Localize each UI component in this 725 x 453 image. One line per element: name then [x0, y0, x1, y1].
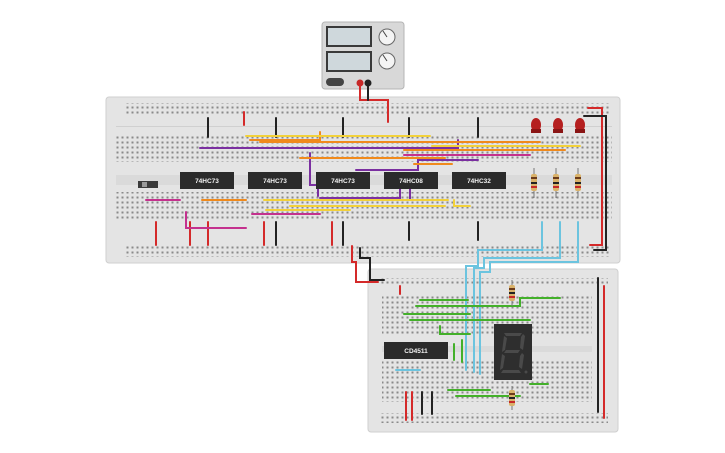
segment-g: [504, 350, 520, 353]
chip-u6[interactable]: CD4511: [384, 342, 448, 359]
wire-group-secondary[interactable]: [395, 277, 605, 421]
resistor-group-secondary: [509, 280, 515, 410]
wire-group-main[interactable]: [145, 85, 607, 375]
led-red-3: [575, 118, 585, 133]
led-group: [531, 118, 585, 133]
chip-label: CD4511: [404, 348, 428, 355]
resistor: [509, 386, 515, 410]
resistor: [553, 168, 559, 198]
slide-switch[interactable]: [138, 181, 158, 188]
segment-dp: [524, 370, 528, 374]
segment-d: [501, 370, 521, 373]
chip-label: 74HC73: [195, 178, 219, 185]
wire-blue-2: [473, 221, 561, 373]
segment-e: [500, 354, 505, 370]
led-red-2: [553, 118, 563, 133]
chip-label: 74HC73: [331, 178, 355, 185]
chip-label: 74HC73: [263, 178, 287, 185]
chip-u5[interactable]: 74HC32: [452, 172, 506, 189]
power-supply[interactable]: [321, 21, 405, 90]
wire-power-positive: [359, 85, 389, 123]
segment-f: [502, 336, 507, 352]
chip-u2[interactable]: 74HC73: [248, 172, 302, 189]
wire-blue-1: [465, 221, 543, 371]
segment-c: [519, 353, 524, 369]
chip-u3[interactable]: 74HC73: [316, 172, 370, 189]
chip-u4[interactable]: 74HC08: [384, 172, 438, 189]
power-switch[interactable]: [326, 78, 344, 86]
led-red-1: [531, 118, 541, 133]
negative-terminal-icon: [364, 79, 372, 87]
resistor: [531, 168, 537, 198]
segment-a: [504, 333, 522, 336]
chip-u1[interactable]: 74HC73: [180, 172, 234, 189]
wire-blue-3: [479, 221, 579, 375]
seven-segment-display: [494, 324, 532, 380]
resistor: [509, 280, 515, 306]
chip-label: 74HC08: [399, 178, 423, 185]
resistor: [575, 168, 581, 198]
resistor-group-main: [531, 168, 581, 198]
positive-terminal-icon: [356, 79, 364, 87]
segment-b: [520, 334, 525, 350]
chip-label: 74HC32: [467, 178, 491, 185]
